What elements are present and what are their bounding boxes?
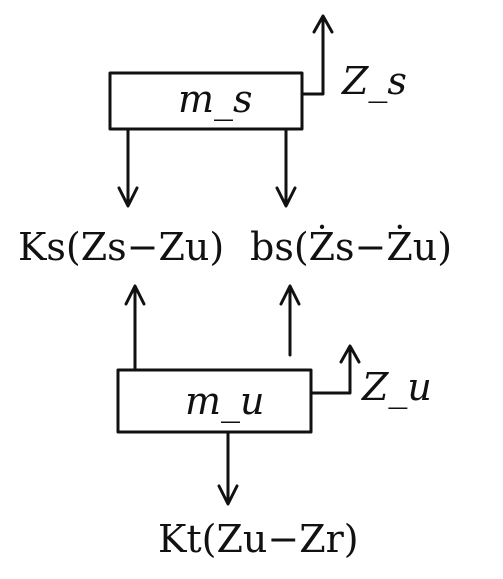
unsprung-displacement-label: Z_u xyxy=(362,365,432,409)
sprung-displacement-arrowhead xyxy=(312,14,334,34)
unsprung-displacement-arrowhead xyxy=(339,344,361,364)
sprung-displacement-arrow xyxy=(300,16,325,96)
unsprung-displacement-arrow xyxy=(309,346,352,395)
suspension-spring-force-label: Ks(Zs−Zu) xyxy=(18,225,225,269)
unsprung-mass-block xyxy=(116,368,313,434)
tire-force-label: Kt(Zu−Zr) xyxy=(158,517,359,561)
damper-force-up-arrowhead xyxy=(279,284,301,306)
spring-force-up-arrowhead xyxy=(124,284,146,306)
suspension-damper-force-label: bs(Żs−Żu) xyxy=(250,225,453,269)
sprung-mass-label: m_s xyxy=(178,77,253,121)
sprung-displacement-label: Z_s xyxy=(342,59,407,103)
spring-force-down-arrowhead xyxy=(117,186,139,208)
sprung-mass-block xyxy=(108,71,304,131)
tire-force-arrowhead xyxy=(217,484,239,506)
damper-force-down-arrowhead xyxy=(275,186,297,208)
unsprung-mass-label: m_u xyxy=(185,379,265,423)
